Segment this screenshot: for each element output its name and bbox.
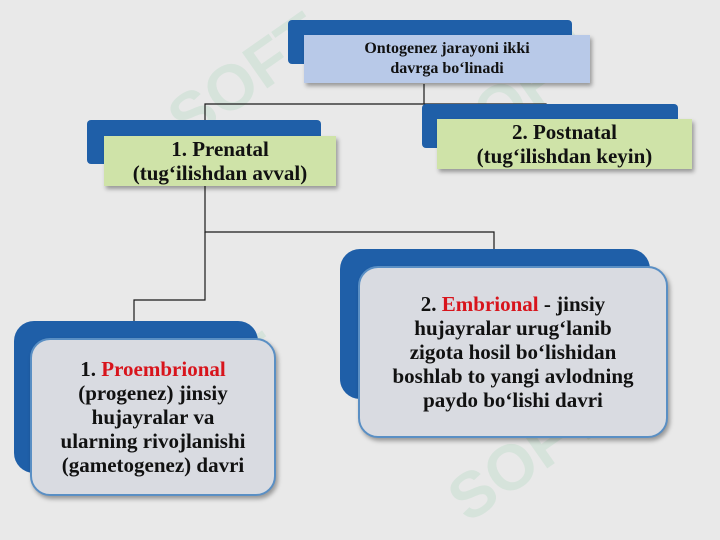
embrional-line-1: 2. Embrional - jinsiy xyxy=(392,292,633,316)
root-line-2: davrga bo‘linadi xyxy=(390,60,504,77)
connector-prenatal-proembrional xyxy=(133,232,206,321)
proembrional-prefix: 1. xyxy=(80,357,102,381)
embrional-rest: - jinsiy xyxy=(538,292,606,316)
embrional-line-5: paydo bo‘lishi davri xyxy=(423,388,603,412)
postnatal-box: 2. Postnatal (tug‘ilishdan keyin) xyxy=(437,119,692,169)
proembrional-line-4: ularning rivojlanishi xyxy=(60,429,246,453)
proembrional-term: Proembrional xyxy=(101,357,226,381)
connector-prenatal-embrional xyxy=(204,186,495,249)
prenatal-box: 1. Prenatal (tug‘ilishdan avval) xyxy=(104,136,336,186)
proembrional-line-2: (progenez) jinsiy xyxy=(78,381,228,405)
proembrional-line-5: (gametogenez) davri xyxy=(61,453,245,477)
embrional-term: Embrional xyxy=(441,292,539,316)
postnatal-line-2: (tug‘ilishdan keyin) xyxy=(476,144,653,168)
prenatal-line-2: (tug‘ilishdan avval) xyxy=(132,161,308,185)
root-line-1: Ontogenez jarayoni ikki xyxy=(364,40,530,57)
proembrional-line-3: hujayralar va xyxy=(91,405,215,429)
prenatal-line-1: 1. Prenatal xyxy=(171,137,269,161)
embrional-line-4: boshlab to yangi avlodning xyxy=(392,364,634,388)
embrional-prefix: 2. xyxy=(420,292,442,316)
embrional-box: 2. Embrional - jinsiy hujayralar urug‘la… xyxy=(358,266,668,438)
embrional-line-3: zigota hosil bo‘lishidan xyxy=(409,340,617,364)
postnatal-line-1: 2. Postnatal xyxy=(511,120,617,144)
proembrional-line-1: 1. Proembrional xyxy=(61,357,246,381)
root-box: Ontogenez jarayoni ikki davrga bo‘linadi xyxy=(304,35,590,83)
proembrional-box: 1. Proembrional (progenez) jinsiy hujayr… xyxy=(30,338,276,496)
embrional-line-2: hujayralar urug‘lanib xyxy=(414,316,612,340)
